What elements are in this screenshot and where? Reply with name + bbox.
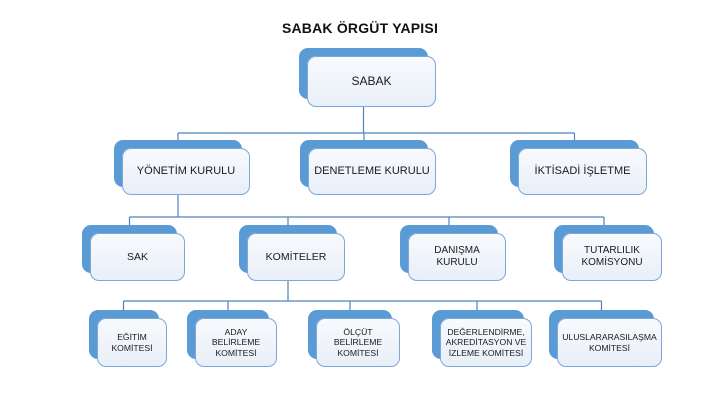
connector-level1-level2: [177, 107, 576, 141]
node-label: DENETLEME KURULU: [314, 165, 430, 178]
node-label: DEĞERLENDİRME, AKREDİTASYON VE İZLEME KO…: [445, 327, 527, 358]
node-egitim-komitesi: EĞİTİM KOMİTESİ: [97, 318, 167, 367]
node-denetleme-kurulu: DENETLEME KURULU: [308, 148, 436, 195]
node-label: SABAK: [351, 74, 392, 89]
node-label: EĞİTİM KOMİTESİ: [111, 332, 153, 353]
node-label: DANIŞMA KURULU: [434, 245, 480, 268]
node-label: YÖNETİM KURULU: [136, 165, 236, 178]
connector-level2-level3: [128, 195, 605, 226]
node-iktisadi-isletme: İKTİSADİ İŞLETME: [518, 148, 647, 195]
node-aday-belirleme-komitesi: ADAY BELİRLEME KOMİTESİ: [195, 318, 277, 367]
chart-title: SABAK ÖRGÜT YAPISI: [281, 20, 439, 36]
node-label: ADAY BELİRLEME KOMİTESİ: [211, 327, 261, 358]
node-sak: SAK: [90, 233, 185, 281]
node-yonetim-kurulu: YÖNETİM KURULU: [122, 148, 250, 195]
node-label: KOMİTELER: [265, 250, 327, 263]
node-sabak: SABAK: [307, 56, 436, 107]
node-label: SAK: [126, 250, 148, 263]
node-label: ULUSLARARASILAŞMA KOMİTESİ: [562, 332, 657, 353]
node-uluslararasilasma-komitesi: ULUSLARARASILAŞMA KOMİTESİ: [557, 318, 662, 367]
node-tutarlilik-komisyonu: TUTARLILIK KOMİSYONU: [562, 233, 662, 281]
node-label: TUTARLILIK KOMİSYONU: [581, 245, 643, 268]
connector-level3-level4: [122, 281, 603, 311]
node-degerlendirme-akreditasyon-izleme-komitesi: DEĞERLENDİRME, AKREDİTASYON VE İZLEME KO…: [440, 318, 532, 367]
node-komiteler: KOMİTELER: [247, 233, 345, 281]
node-label: ÖLÇÜT BELİRLEME KOMİTESİ: [333, 327, 383, 358]
node-olcut-belirleme-komitesi: ÖLÇÜT BELİRLEME KOMİTESİ: [316, 318, 400, 367]
node-danisma-kurulu: DANIŞMA KURULU: [408, 233, 506, 281]
node-label: İKTİSADİ İŞLETME: [534, 165, 631, 178]
